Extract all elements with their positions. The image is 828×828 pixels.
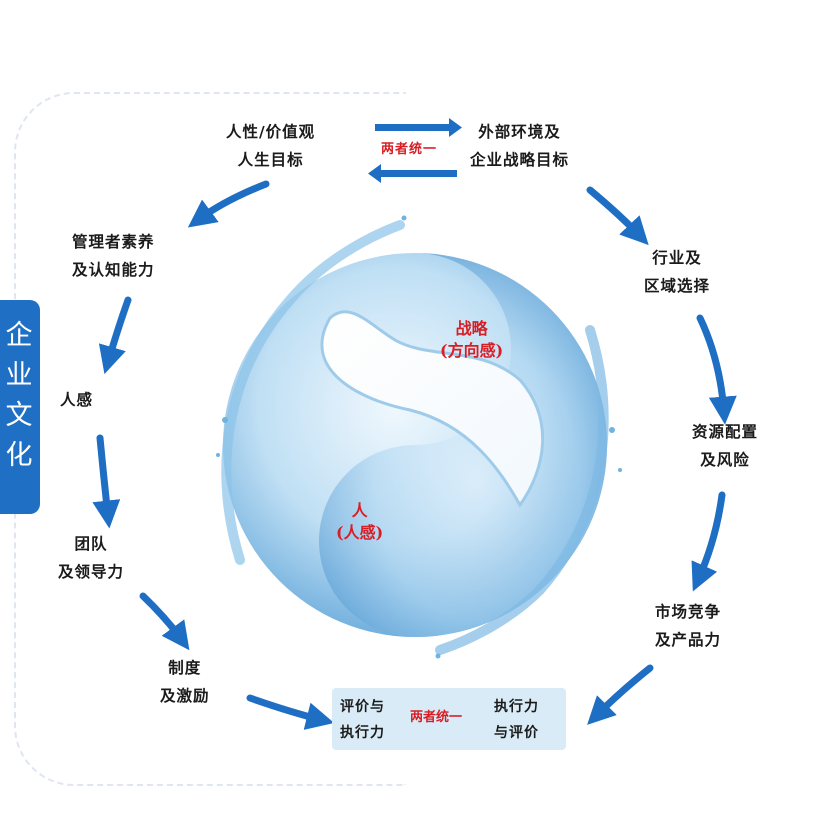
arrow-to-market <box>691 491 726 592</box>
cycle-arrows <box>92 180 737 730</box>
node-line: 市场竞争 <box>655 603 722 621</box>
node-line: 及激励 <box>160 687 210 705</box>
culture-side-tab <box>0 300 40 514</box>
node-people-sense: 人感 <box>60 386 93 414</box>
box-left-text: 评价与 执行力 <box>340 694 385 746</box>
node-market-product: 市场竞争 及产品力 <box>655 598 721 654</box>
culture-char: 业 <box>5 360 33 391</box>
node-line: 团队 <box>74 535 108 553</box>
node-line: 制度 <box>168 659 202 677</box>
culture-side-label: 企 业 文 化 <box>2 316 36 476</box>
node-line: 评价与 <box>340 699 385 715</box>
center-line: 人 <box>351 501 368 520</box>
center-line: (方向感) <box>440 341 504 360</box>
node-external-environment: 外部环境及 企业战略目标 <box>470 118 569 174</box>
node-manager-cognition: 管理者素养 及认知能力 <box>72 228 155 284</box>
arrow-to-people-sense <box>98 296 132 375</box>
arrow-to-team <box>92 434 121 529</box>
node-line: 及认知能力 <box>72 261 155 279</box>
center-people-label: 人 (人感) <box>336 500 383 544</box>
node-resource-risk: 资源配置 及风险 <box>692 418 758 474</box>
culture-char: 文 <box>5 400 33 431</box>
center-line: (人感) <box>336 523 384 542</box>
node-human-values: 人性/价值观 人生目标 <box>226 118 315 174</box>
arrow-to-industry <box>586 186 649 246</box>
box-right-text: 执行力 与评价 <box>494 694 539 746</box>
node-line: 人生目标 <box>237 151 304 169</box>
node-line: 及产品力 <box>655 631 722 649</box>
node-line: 区域选择 <box>644 277 711 295</box>
node-team-leadership: 团队 及领导力 <box>58 530 124 586</box>
arrow-to-resources <box>696 314 737 425</box>
node-line: 人感 <box>60 391 94 409</box>
unify-label-bottom: 两者统一 <box>410 710 463 725</box>
node-line: 管理者素养 <box>72 233 155 251</box>
culture-char: 化 <box>5 440 33 471</box>
node-line: 及领导力 <box>58 563 125 581</box>
water-yin-yang-emblem <box>216 215 622 659</box>
node-line: 行业及 <box>652 249 702 267</box>
center-strategy-label: 战略 (方向感) <box>440 318 503 362</box>
arrow-into-bottom-box <box>246 694 335 730</box>
top-double-arrow <box>368 118 462 183</box>
center-line: 战略 <box>455 319 488 338</box>
arrow-to-system <box>139 592 190 651</box>
node-line: 与评价 <box>494 725 539 741</box>
arrow-to-manager <box>187 180 270 228</box>
node-line: 及风险 <box>700 451 750 469</box>
culture-char: 企 <box>5 320 33 351</box>
node-industry-region: 行业及 区域选择 <box>644 244 710 300</box>
node-line: 执行力 <box>340 725 385 741</box>
node-line: 执行力 <box>494 699 539 715</box>
node-line: 外部环境及 <box>478 123 561 141</box>
evaluation-execution-box <box>332 688 566 750</box>
node-line: 企业战略目标 <box>470 151 570 169</box>
node-line: 人性/价值观 <box>226 123 316 141</box>
node-system-incentive: 制度 及激励 <box>160 654 210 710</box>
node-line: 资源配置 <box>692 423 759 441</box>
arrow-to-bottom-box <box>587 664 654 725</box>
unify-label-top: 两者统一 <box>381 142 438 157</box>
